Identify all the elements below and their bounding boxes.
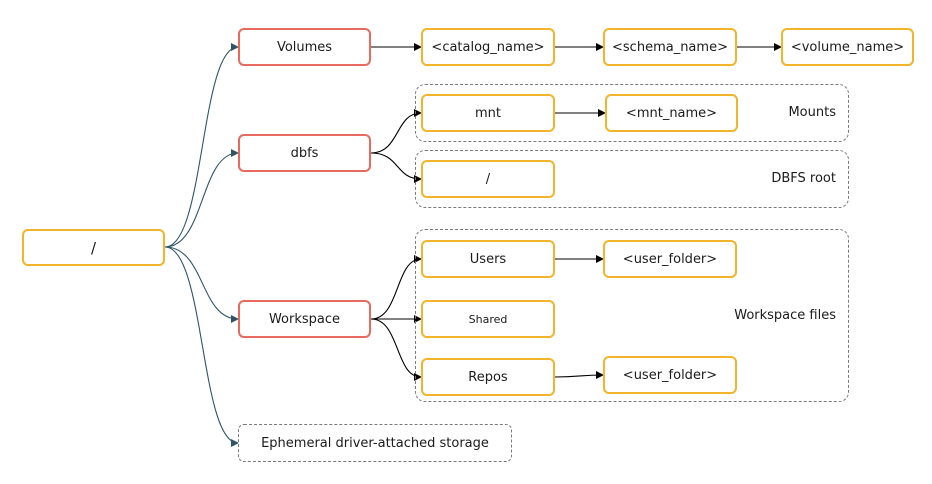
edge-root-workspace [164,246,239,323]
dbfs-label: dbfs [290,145,319,161]
shared-label: Shared [468,312,508,326]
workspace-files-group-label: Workspace files [734,308,836,323]
volumes-node[interactable]: Volumes [238,28,371,66]
shared-node[interactable]: Shared [421,300,555,338]
root-node[interactable]: / [22,229,165,266]
repos-node[interactable]: Repos [421,358,555,396]
repos-folder-label: <user_folder> [622,367,718,383]
edge-dbfs-mnt [370,109,422,154]
dbfs-root-slash-label: / [485,171,491,187]
catalog-name-label: <catalog_name> [431,39,545,55]
users-folder-label: <user_folder> [622,251,718,267]
edge-root-volumes [164,43,239,248]
schema-name-label: <schema_name> [612,39,728,55]
users-folder-node[interactable]: <user_folder> [603,240,737,278]
mnt-name-label: <mnt_name> [625,105,718,121]
volume-name-label: <volume_name> [790,39,905,55]
dbfs-root-node[interactable]: / [421,160,555,198]
mounts-group: Mounts [415,84,849,142]
repos-label: Repos [468,369,508,385]
volumes-label: Volumes [276,39,333,55]
users-label: Users [469,251,507,267]
root-label: / [90,238,97,257]
dbfs-node[interactable]: dbfs [238,134,371,172]
edge-dbfs-root [370,152,422,183]
repos-folder-node[interactable]: <user_folder> [603,356,737,394]
edge-workspace-repos [370,318,422,381]
ephemeral-storage-node[interactable]: Ephemeral driver-attached storage [238,424,512,462]
mounts-group-label: Mounts [788,105,836,120]
dbfs-root-group-label: DBFS root [771,171,836,186]
edge-root-ephemeral [164,246,239,447]
workspace-label: Workspace [268,311,341,327]
edge-repos-folder [554,371,604,380]
edge-root-dbfs [164,149,239,248]
users-node[interactable]: Users [421,240,555,278]
mnt-node[interactable]: mnt [421,94,555,132]
schema-name-node[interactable]: <schema_name> [603,28,737,66]
volume-name-node[interactable]: <volume_name> [781,28,914,66]
dbfs-root-group: DBFS root [415,150,849,208]
workspace-files-group: Workspace files [415,229,849,402]
workspace-node[interactable]: Workspace [238,300,371,338]
edge-workspace-users [370,255,422,320]
ephemeral-storage-label: Ephemeral driver-attached storage [261,435,489,451]
mnt-label: mnt [475,105,501,121]
catalog-name-node[interactable]: <catalog_name> [421,28,555,66]
mnt-name-node[interactable]: <mnt_name> [605,94,738,132]
